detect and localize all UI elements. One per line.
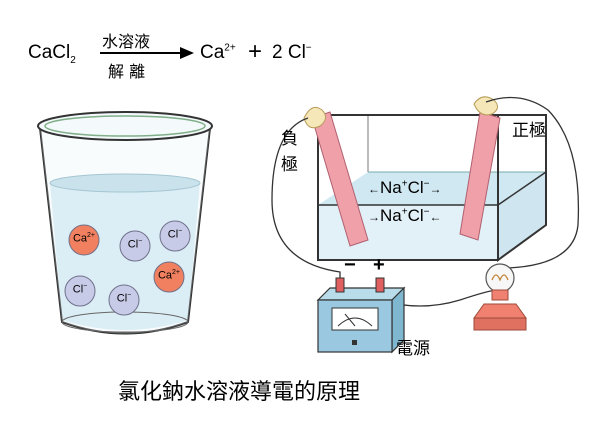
ion-label: Cl−	[72, 283, 88, 296]
meter-dial-icon	[331, 307, 379, 331]
light-bulb-icon	[473, 263, 527, 331]
product-chloride: 2 Cl−	[272, 42, 312, 63]
negative-electrode-label-1: 負	[281, 129, 298, 149]
negative-electrode-label-2: 極	[281, 155, 298, 175]
plus-terminal-label: +	[373, 254, 385, 276]
chloride-ion-circle	[119, 230, 151, 262]
minus-terminal-post	[335, 277, 345, 293]
positive-electrode	[459, 96, 501, 241]
water-surface	[49, 173, 201, 193]
chloride-ion-circle	[64, 275, 96, 307]
beaker-ion-circles	[64, 220, 191, 316]
power-source	[316, 277, 406, 354]
ion-label: Cl−	[127, 238, 143, 251]
ion-label: Cl−	[167, 228, 183, 241]
chloride-ion-circle	[108, 284, 140, 316]
condition-top: 水溶液	[102, 32, 151, 51]
plus-sign: +	[248, 38, 263, 65]
tank-ion-line-2: →Na+Cl−←	[368, 206, 442, 225]
minus-terminal-label: −	[344, 254, 356, 276]
plus-terminal-post	[375, 277, 385, 293]
ion-label: Cl−	[116, 292, 132, 305]
reactant-formula: CaCl2	[28, 42, 76, 66]
calcium-ion-circle	[153, 261, 185, 293]
beaker-rim	[37, 111, 213, 141]
product-calcium: Ca2+	[200, 42, 236, 63]
diagram-caption: 氯化鈉水溶液導電的原理	[118, 380, 361, 405]
negative-electrode	[303, 106, 369, 247]
ion-label: Ca2+	[157, 269, 181, 282]
tank-ion-line-1: ←Na+Cl−→	[368, 178, 442, 197]
condition-bottom: 解 離	[108, 62, 146, 81]
reaction-arrow	[100, 47, 194, 59]
calcium-ion-circle	[68, 224, 100, 256]
ion-label: Ca2+	[72, 232, 96, 245]
chloride-ion-circle	[159, 220, 191, 252]
positive-electrode-label: 正極	[512, 121, 546, 141]
positive-clip-icon	[473, 96, 498, 116]
negative-clip-icon	[303, 106, 326, 129]
power-source-label: 電源	[396, 339, 430, 359]
